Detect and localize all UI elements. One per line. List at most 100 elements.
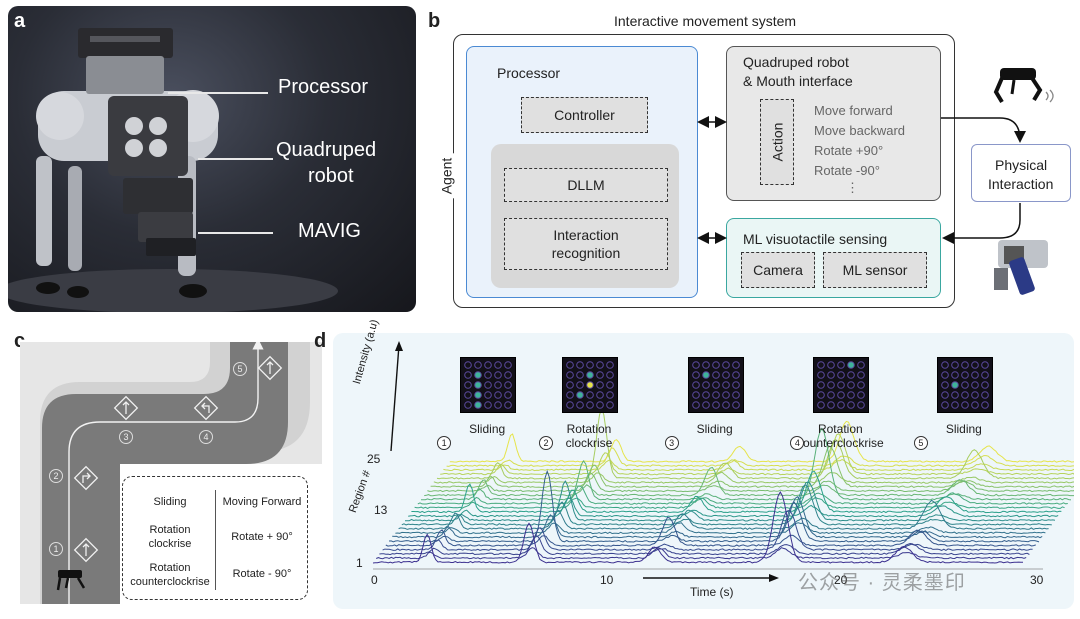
- x-tick-0: 0: [371, 573, 378, 587]
- interaction-label-line1: Interaction: [553, 227, 619, 243]
- ml-sensor-block: ML sensor: [823, 252, 927, 288]
- event-step-3: 3: [664, 436, 679, 450]
- intensity-axis-head: [395, 341, 403, 351]
- event-label-5: Sliding: [945, 422, 982, 436]
- region-trace-8: [395, 522, 1046, 535]
- action-more: ⋮: [846, 180, 859, 195]
- x-tick-30: 30: [1030, 573, 1044, 587]
- time-axis-head: [769, 574, 779, 582]
- action-move-forward: Move forward: [814, 103, 893, 118]
- legend-gesture-ccw-line2: counterclockrise: [130, 576, 210, 588]
- region-trace-18: [427, 471, 1074, 493]
- mavig-label: MAVIG: [298, 220, 361, 242]
- event-label-3: Sliding: [696, 422, 733, 436]
- legend-divider: [215, 490, 216, 590]
- dllm-label: DLLM: [567, 177, 605, 193]
- system-arrows: [697, 68, 1054, 295]
- controller-label: Controller: [554, 107, 615, 123]
- sign-forward-3: [257, 355, 283, 381]
- x-axis-label: Time (s): [690, 585, 734, 599]
- robot-start-icon: [56, 570, 86, 591]
- physical-line1: Physical: [995, 157, 1048, 173]
- region-trace-14: [414, 496, 1065, 509]
- step-3-marker: 3: [119, 430, 133, 444]
- panel-b-letter: b: [428, 10, 441, 32]
- region-trace-5: [385, 516, 1036, 547]
- event-label-1: Sliding: [469, 422, 506, 436]
- region-trace-23: [443, 458, 1074, 472]
- robot-title-line1: Quadruped robot: [743, 54, 849, 70]
- step-5-marker: 5: [233, 362, 247, 376]
- action-move-backward: Move backward: [814, 123, 906, 138]
- region-trace-10: [401, 484, 1052, 526]
- region-trace-4: [382, 509, 1033, 551]
- sensing-title: ML visuotactile sensing: [743, 231, 888, 247]
- legend-gesture-cw-line1: Rotation: [149, 524, 191, 536]
- tactile-map-2: [562, 357, 618, 413]
- panel-d-letter: d: [314, 330, 327, 352]
- legend-action-plus90: Rotate + 90°: [231, 531, 293, 543]
- region-trace-15: [417, 485, 1068, 505]
- x-tick-10: 10: [600, 573, 614, 587]
- interaction-label-line2: recognition: [551, 245, 621, 261]
- region-trace-25: [449, 420, 1074, 463]
- region-trace-1: [372, 490, 1023, 564]
- robot-title-line2: & Mouth interface: [743, 73, 853, 89]
- mavig-pointer: [198, 232, 273, 234]
- region-trace-2: [376, 546, 1027, 560]
- region-trace-20: [433, 471, 1074, 484]
- tactile-map-4: [813, 357, 870, 413]
- processor-pointer: [168, 92, 268, 94]
- region-trace-3: [379, 534, 1030, 556]
- action-rotate-plus: Rotate +90°: [814, 143, 884, 158]
- direction-signs: [56, 355, 283, 591]
- robot-label-line1: Quadruped: [276, 139, 377, 161]
- region-trace-21: [436, 407, 1074, 480]
- action-block: Action: [760, 99, 794, 185]
- event-step-4: 4: [790, 436, 805, 450]
- event-step-2: 2: [539, 436, 553, 450]
- step-4-marker: 4: [199, 430, 213, 444]
- quadruped-robot-icon: [993, 68, 1054, 104]
- region-trace-9: [398, 499, 1049, 530]
- processor-title: Processor: [497, 65, 561, 81]
- intensity-axis-arrow: [390, 344, 400, 452]
- camera-block: Camera: [741, 252, 815, 288]
- tactile-map-1: [460, 357, 517, 413]
- region-tick-1: 1: [356, 556, 363, 570]
- region-trace-16: [421, 427, 1072, 501]
- physical-interaction-box: [971, 144, 1071, 202]
- step-2-marker: 2: [49, 469, 63, 483]
- region-trace-13: [411, 470, 1062, 514]
- mouth-interface-icon: [994, 240, 1048, 295]
- region-trace-7: [392, 496, 1043, 539]
- tactile-map-5: [936, 357, 993, 413]
- legend-action-forward: Moving Forward: [222, 496, 302, 508]
- step-1-marker: 1: [49, 542, 63, 556]
- region-trace-11: [405, 480, 1056, 522]
- dllm-block: DLLM: [504, 168, 668, 202]
- legend-gesture-cw-line2: clockrise: [148, 538, 192, 550]
- event-step-1: 1: [437, 436, 452, 450]
- robot-pointer: [198, 158, 273, 160]
- x-tick-20: 20: [834, 573, 848, 587]
- system-title: Interactive movement system: [614, 13, 797, 29]
- region-trace-12: [408, 497, 1059, 518]
- sign-forward-1: [73, 537, 99, 563]
- region-trace-6: [388, 469, 1040, 543]
- controller-block: Controller: [521, 97, 648, 133]
- interaction-recognition-block: Interaction recognition: [504, 218, 668, 270]
- legend-gesture-ccw-line1: Rotation: [149, 562, 191, 574]
- robot-label-line2: robot: [308, 165, 354, 187]
- sign-left: [193, 395, 219, 421]
- legend-gesture-sliding: Sliding: [153, 496, 187, 508]
- legend-action-minus90: Rotate - 90°: [232, 568, 292, 580]
- robot-illustration: [8, 28, 338, 312]
- watermark-text: 公众号 · 灵柔墨印: [798, 572, 966, 594]
- sign-forward-2: [113, 395, 139, 421]
- region-trace-24: [446, 447, 1074, 467]
- processor-label: Processor: [278, 76, 369, 98]
- panel-a-letter: a: [14, 10, 26, 32]
